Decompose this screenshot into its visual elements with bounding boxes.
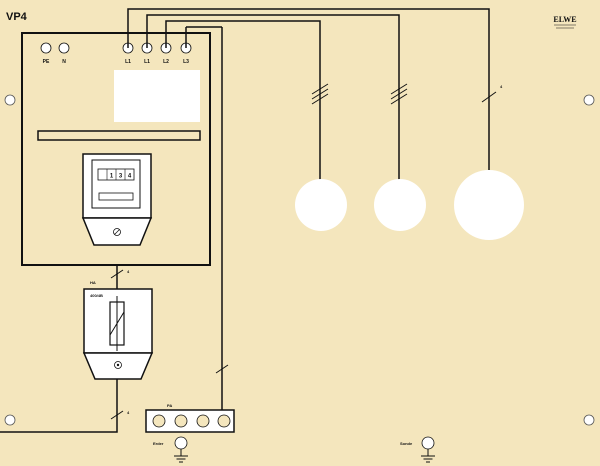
pa-socket-3[interactable] bbox=[196, 414, 210, 428]
meter-digit-1: 1 bbox=[110, 174, 114, 180]
ground-erder-label: Erder bbox=[153, 441, 164, 446]
pa-socket-4[interactable] bbox=[217, 414, 231, 428]
svg-text:4: 4 bbox=[127, 410, 130, 415]
pa-terminal-block: PA bbox=[145, 403, 235, 433]
mounting-hole-top-right bbox=[583, 94, 595, 106]
svg-text:4: 4 bbox=[127, 269, 130, 274]
brand-logo: ELWE bbox=[553, 15, 577, 29]
terminal-sockets: PE N L1 L1 L2 L3 bbox=[40, 42, 192, 65]
meter-digit-3: 4 bbox=[128, 174, 132, 180]
main-enclosure bbox=[21, 32, 211, 266]
brand-logo-text: ELWE bbox=[553, 15, 576, 24]
ground-sonde-label: Sonde bbox=[400, 441, 413, 446]
pa-socket-1[interactable] bbox=[152, 414, 166, 428]
mounting-hole-bottom-right bbox=[583, 414, 595, 426]
wire-mark-load-2 bbox=[390, 83, 408, 105]
svg-text:4: 4 bbox=[500, 84, 503, 89]
socket-n-label: N bbox=[62, 59, 66, 65]
socket-l1-a-label: L1 bbox=[125, 59, 131, 65]
ground-erder: Erder bbox=[153, 436, 188, 463]
mounting-hole-top-left bbox=[4, 94, 16, 106]
panel-title: VP4 bbox=[6, 11, 28, 23]
wire-mark-load-3: 4 bbox=[481, 84, 503, 103]
socket-pe[interactable] bbox=[40, 42, 52, 54]
breaker-rating: 400/4B bbox=[90, 293, 103, 298]
meter-disc-window bbox=[98, 192, 134, 201]
load-lamp-1[interactable] bbox=[295, 179, 347, 231]
display-window bbox=[114, 70, 200, 122]
wire-mark-pe bbox=[215, 364, 229, 374]
wire-mark-load-1 bbox=[311, 83, 329, 105]
ground-erder-socket[interactable] bbox=[174, 436, 188, 450]
din-rail bbox=[37, 130, 201, 141]
socket-l1-b-label: L1 bbox=[144, 59, 150, 65]
load-lamp-3[interactable] bbox=[454, 170, 524, 240]
socket-n[interactable] bbox=[58, 42, 70, 54]
wire-load-3 bbox=[127, 8, 490, 170]
meter-digit-2: 3 bbox=[119, 174, 123, 180]
mounting-hole-bottom-left bbox=[4, 414, 16, 426]
breaker-label: HA bbox=[90, 280, 96, 285]
energy-meter: 1 3 4 bbox=[81, 153, 153, 246]
ground-sonde: Sonde bbox=[400, 436, 435, 463]
pa-label: PA bbox=[167, 403, 172, 408]
socket-l3-label: L3 bbox=[183, 59, 189, 65]
ground-sonde-socket[interactable] bbox=[421, 436, 435, 450]
feed-wire-lower bbox=[0, 379, 118, 433]
wire-mark-breaker-bottom: 4 bbox=[110, 410, 130, 420]
pa-socket-2[interactable] bbox=[174, 414, 188, 428]
wire-load-2 bbox=[146, 14, 400, 180]
main-breaker: HA 400/4B bbox=[82, 280, 154, 380]
wire-load-1 bbox=[165, 20, 321, 180]
wire-mark-breaker-top: 4 bbox=[110, 269, 130, 279]
socket-l2-label: L2 bbox=[163, 59, 169, 65]
socket-pe-label: PE bbox=[43, 59, 50, 65]
load-lamp-2[interactable] bbox=[374, 179, 426, 231]
meter-face bbox=[91, 159, 141, 209]
